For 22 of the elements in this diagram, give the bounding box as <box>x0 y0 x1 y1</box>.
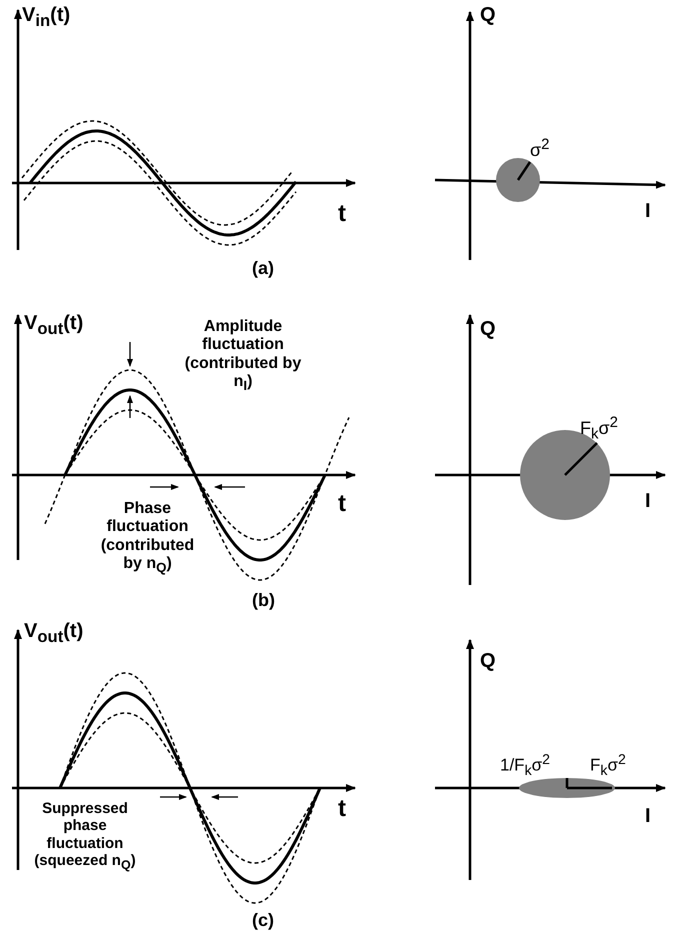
axis-label: I <box>645 490 651 513</box>
annotation-text: Amplitude fluctuation (contributed by n$_{I}$) <box>184 318 302 394</box>
axis-label: t <box>338 490 346 518</box>
panel-label: (a) <box>252 258 274 279</box>
axis-label: I <box>645 805 651 828</box>
axis-label: t <box>338 200 346 228</box>
axis-label: I <box>645 200 651 223</box>
axis-label: Q <box>480 318 496 341</box>
axis-label: V$_{out}$(t) <box>24 312 84 338</box>
panel-label: (b) <box>252 590 275 611</box>
axis-label: V$_{out}$(t) <box>24 620 84 646</box>
variance-label: σ$^{2}$ <box>530 136 550 161</box>
axis-label: t <box>338 795 346 823</box>
variance-label: 1/F$_{k}$σ$^{2}$ <box>500 752 550 780</box>
axis-label: V$_{in}$(t) <box>22 4 70 30</box>
axis-label: Q <box>480 650 496 673</box>
variance-label: F$_{k}$σ$^{2}$ <box>580 414 618 443</box>
axis-label: Q <box>480 4 496 27</box>
panel-label: (c) <box>252 910 274 931</box>
annotation-text: Phase fluctuation (contributed by n$_{Q}$) <box>100 500 196 576</box>
annotation-text: Suppressed phase fluctuation (squeezed n$_{Q}$) <box>33 800 137 872</box>
variance-label: F$_{k}$σ$^{2}$ <box>590 752 626 780</box>
